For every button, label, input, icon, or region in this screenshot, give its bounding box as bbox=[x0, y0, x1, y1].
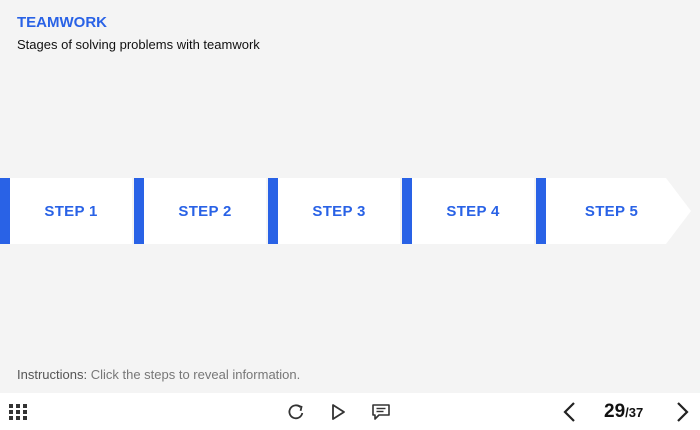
next-icon[interactable] bbox=[673, 401, 691, 423]
page-subtitle: Stages of solving problems with teamwork bbox=[17, 37, 260, 52]
step-3-label: STEP 3 bbox=[312, 202, 366, 220]
step-4-label: STEP 4 bbox=[446, 202, 500, 220]
comment-icon[interactable] bbox=[371, 403, 391, 421]
steps-row: STEP 1 STEP 2 STEP 3 STEP 4 STEP 5 bbox=[0, 178, 700, 244]
instructions-text: Instructions: Click the steps to reveal … bbox=[17, 367, 300, 382]
step-1-label: STEP 1 bbox=[44, 202, 98, 220]
player-footer bbox=[0, 393, 700, 430]
step-3-button[interactable]: STEP 3 bbox=[268, 178, 400, 244]
step-2-button[interactable]: STEP 2 bbox=[134, 178, 266, 244]
instructions-prefix: Instructions: bbox=[17, 367, 88, 382]
prev-icon[interactable] bbox=[561, 401, 579, 423]
play-icon[interactable] bbox=[329, 402, 347, 422]
step-5-button[interactable]: STEP 5 bbox=[536, 178, 691, 244]
instructions-body: Click the steps to reveal information. bbox=[87, 367, 301, 382]
page-counter: 29/37 bbox=[604, 401, 643, 423]
grid-menu-icon[interactable] bbox=[9, 404, 27, 420]
step-1-button[interactable]: STEP 1 bbox=[0, 178, 132, 244]
replay-icon[interactable] bbox=[286, 402, 306, 422]
page-title: TEAMWORK bbox=[17, 14, 107, 31]
page-total: /37 bbox=[625, 405, 644, 420]
page-current: 29 bbox=[604, 401, 626, 422]
step-4-button[interactable]: STEP 4 bbox=[402, 178, 534, 244]
step-5-label: STEP 5 bbox=[584, 202, 639, 220]
step-2-label: STEP 2 bbox=[178, 202, 232, 220]
